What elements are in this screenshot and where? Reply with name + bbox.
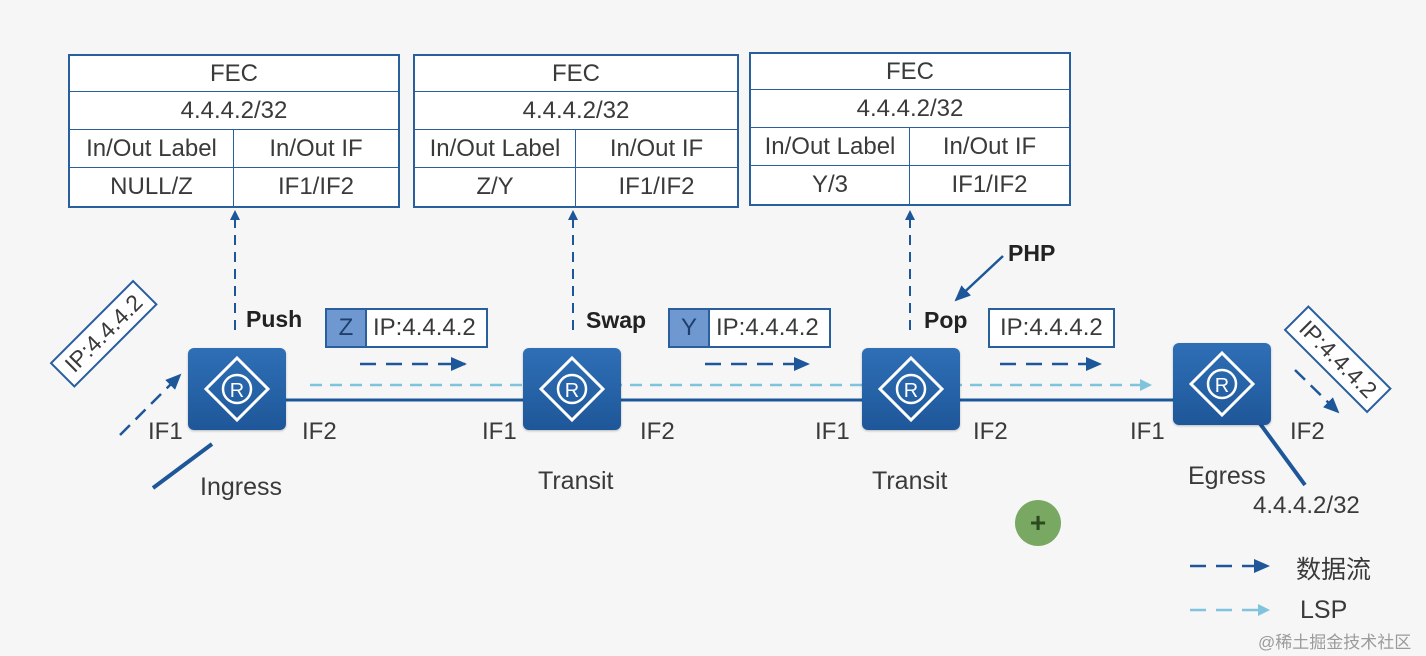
- packet-label: Y: [670, 310, 710, 346]
- if-out-ingress: IF2: [302, 418, 337, 445]
- router-glyph: R: [904, 380, 918, 402]
- if-value: IF1/IF2: [951, 171, 1028, 198]
- legend-lsp-label: LSP: [1300, 596, 1348, 624]
- label-value: Y/3: [751, 166, 910, 204]
- watermark: @稀土掘金技术社区: [1258, 633, 1412, 652]
- router-transit-2[interactable]: R: [862, 348, 960, 430]
- col-if-header: In/Out IF: [269, 134, 363, 162]
- node-label-transit-2: Transit: [872, 467, 948, 495]
- if-value: IF1/IF2: [618, 173, 695, 200]
- router-glyph: R: [565, 380, 579, 402]
- zoom-in-button[interactable]: +: [1015, 500, 1061, 546]
- node-label-ingress: Ingress: [200, 473, 282, 501]
- php-pointer: [954, 255, 1004, 302]
- fec-prefix: 4.4.4.2/32: [70, 92, 398, 130]
- packet-pop: IP:4.4.4.2: [988, 308, 1115, 348]
- router-ingress[interactable]: R: [188, 348, 286, 430]
- packet-ip: IP:4.4.4.2: [1000, 314, 1103, 341]
- router-icon: R: [203, 355, 271, 423]
- if-out-egress: IF2: [1290, 418, 1325, 445]
- router-icon: R: [877, 355, 945, 423]
- fec-header: FEC: [70, 56, 398, 92]
- egress-prefix: 4.4.4.2/32: [1253, 492, 1360, 519]
- if-in-ingress: IF1: [148, 418, 183, 445]
- router-glyph: R: [1215, 375, 1229, 397]
- label-value: Z/Y: [415, 168, 576, 206]
- if-out-transit-2: IF2: [973, 418, 1008, 445]
- fec-header: FEC: [751, 54, 1069, 90]
- op-php: PHP: [1008, 240, 1056, 266]
- fec-prefix: 4.4.4.2/32: [415, 92, 737, 130]
- node-label-egress: Egress: [1188, 462, 1266, 490]
- fec-header: FEC: [415, 56, 737, 92]
- if-in-transit-1: IF1: [482, 418, 517, 445]
- fec-table-ingress: FEC 4.4.4.2/32 In/Out Label In/Out IF NUL…: [68, 54, 400, 208]
- router-glyph: R: [230, 380, 244, 402]
- col-label-header: In/Out Label: [415, 130, 576, 167]
- node-label-transit-1: Transit: [538, 467, 614, 495]
- packet-swap: Y IP:4.4.4.2: [668, 308, 831, 348]
- op-swap: Swap: [586, 307, 647, 333]
- if-in-egress: IF1: [1130, 418, 1165, 445]
- col-label-header: In/Out Label: [70, 130, 234, 167]
- router-egress[interactable]: R: [1173, 343, 1271, 425]
- if-out-transit-1: IF2: [640, 418, 675, 445]
- col-if-header: In/Out IF: [609, 134, 704, 162]
- ingress-access-line: [151, 442, 214, 490]
- if-value: IF1/IF2: [277, 173, 355, 200]
- label-value: NULL/Z: [70, 168, 234, 206]
- incoming-arrow: [119, 373, 182, 436]
- packet-ip: IP:4.4.4.2: [373, 314, 476, 341]
- op-push: Push: [246, 306, 303, 332]
- packet-push: Z IP:4.4.4.2: [325, 308, 488, 348]
- fec-table-transit-1: FEC 4.4.4.2/32 In/Out Label In/Out IF Z/Y…: [413, 54, 739, 208]
- packet-ip: IP:4.4.4.2: [716, 314, 819, 341]
- fec-prefix: 4.4.4.2/32: [751, 90, 1069, 128]
- fec-table-transit-2: FEC 4.4.4.2/32 In/Out Label In/Out IF Y/3…: [749, 52, 1071, 206]
- col-if-header: In/Out IF: [942, 132, 1037, 160]
- packet-label: Z: [327, 310, 367, 346]
- router-icon: R: [1188, 350, 1256, 418]
- col-label-header: In/Out Label: [751, 128, 910, 165]
- legend-dataflow-label: 数据流: [1296, 556, 1372, 584]
- outgoing-arrow: [1294, 369, 1340, 414]
- router-icon: R: [538, 355, 606, 423]
- if-in-transit-2: IF1: [815, 418, 850, 445]
- router-transit-1[interactable]: R: [523, 348, 621, 430]
- op-pop: Pop: [924, 307, 968, 333]
